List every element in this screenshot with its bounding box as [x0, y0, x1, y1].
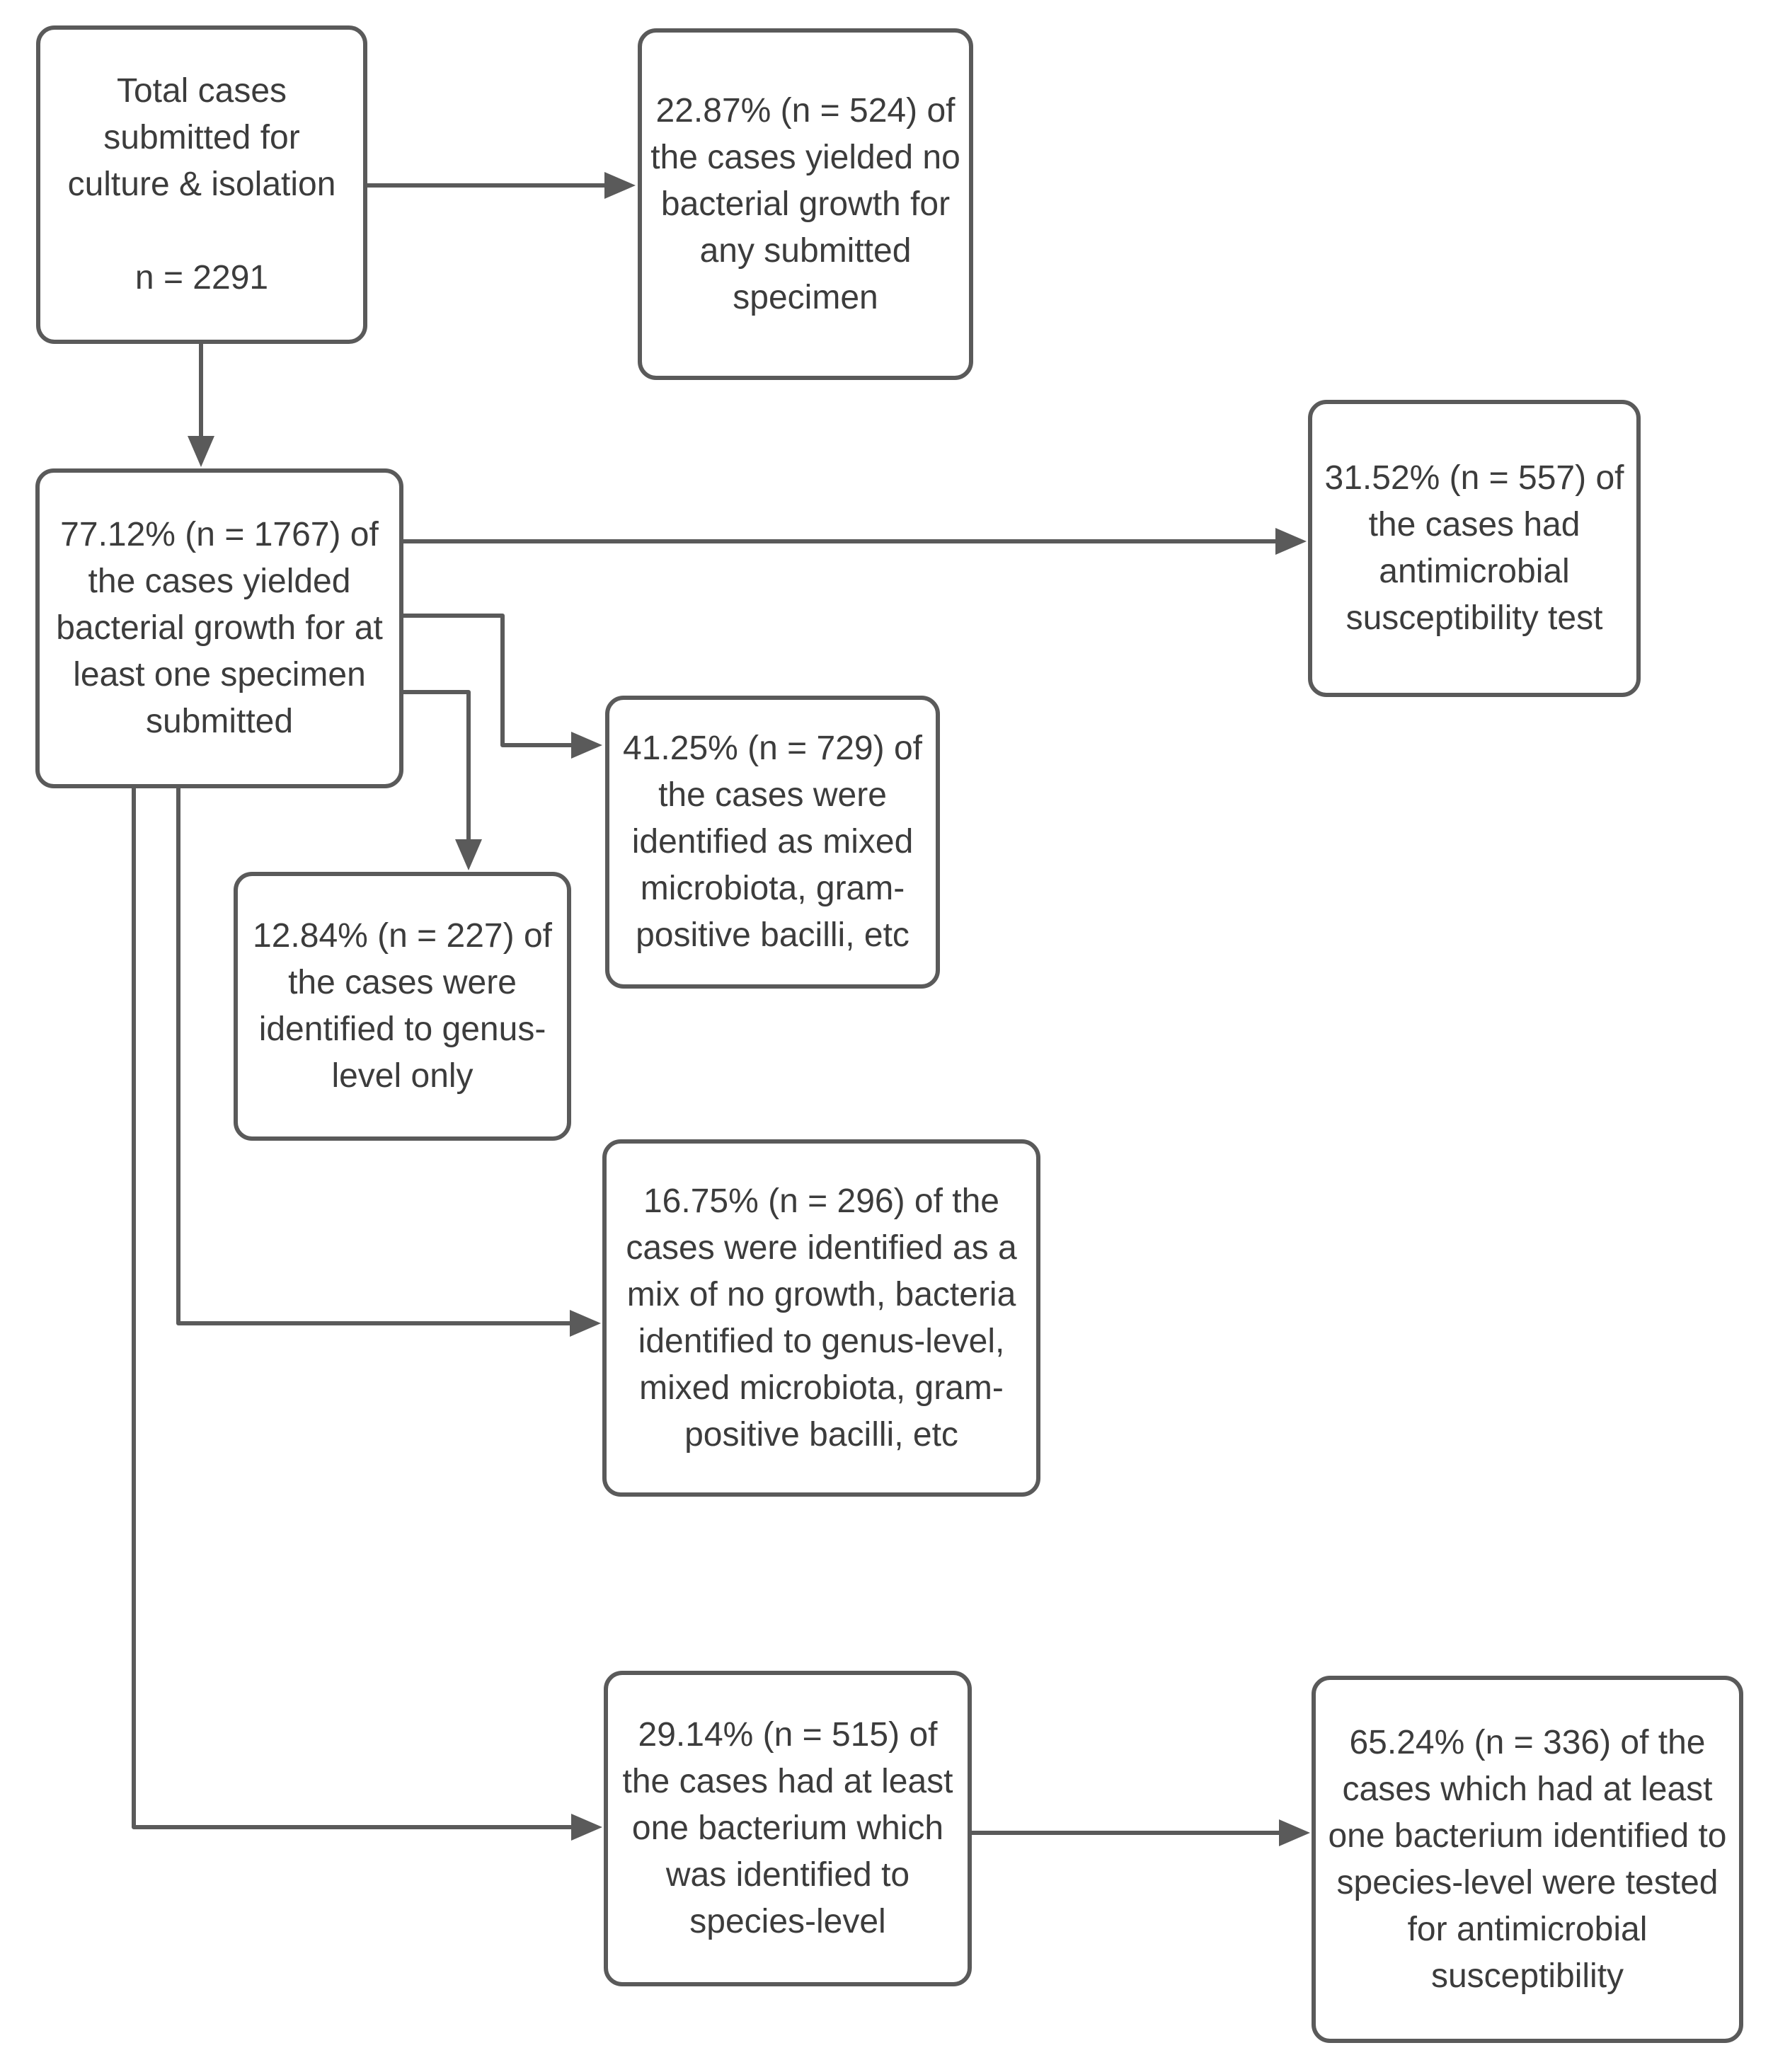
node-mixed-microbiota: 41.25% (n = 729) of the cases were ident…	[605, 696, 940, 989]
arrowhead-growth-to-species-level	[571, 1814, 602, 1841]
node-species-level-label: 29.14% (n = 515) of the cases had at lea…	[622, 1716, 953, 1940]
node-no-bacterial-growth: 22.87% (n = 524) of the cases yielded no…	[638, 28, 973, 380]
connector-growth-to-genus-only	[403, 690, 471, 841]
node-antimicrobial-susceptibility-test: 31.52% (n = 557) of the cases had antimi…	[1308, 400, 1641, 697]
arrowhead-total-to-no-growth	[604, 172, 636, 199]
node-mixed-results-label: 16.75% (n = 296) of the cases were ident…	[626, 1182, 1017, 1454]
node-mixed-results: 16.75% (n = 296) of the cases were ident…	[602, 1139, 1040, 1497]
arrowhead-growth-to-mixed-results	[570, 1310, 601, 1337]
node-bacterial-growth: 77.12% (n = 1767) of the cases yielded b…	[35, 468, 403, 788]
node-species-level-ast: 65.24% (n = 336) of the cases which had …	[1312, 1676, 1743, 2043]
node-genus-level-only-label: 12.84% (n = 227) of the cases were ident…	[253, 917, 552, 1095]
node-mixed-microbiota-label: 41.25% (n = 729) of the cases were ident…	[623, 730, 922, 954]
node-total-cases: Total cases submitted for culture & isol…	[36, 25, 367, 344]
node-antimicrobial-susceptibility-test-label: 31.52% (n = 557) of the cases had antimi…	[1324, 459, 1624, 637]
arrowhead-species-to-species-ast	[1279, 1819, 1310, 1846]
node-species-level: 29.14% (n = 515) of the cases had at lea…	[604, 1671, 972, 1986]
arrowhead-total-to-growth	[188, 436, 214, 467]
node-total-cases-label: Total cases submitted for culture & isol…	[67, 72, 336, 203]
node-bacterial-growth-label: 77.12% (n = 1767) of the cases yielded b…	[56, 516, 383, 740]
connector-growth-to-mixed-microbiota	[403, 614, 573, 747]
arrowhead-growth-to-genus-only	[455, 839, 482, 870]
node-genus-level-only: 12.84% (n = 227) of the cases were ident…	[234, 872, 571, 1141]
connector-growth-to-mixed-results	[176, 788, 571, 1325]
node-species-level-ast-label: 65.24% (n = 336) of the cases which had …	[1328, 1723, 1727, 1995]
node-total-cases-count: n = 2291	[134, 259, 269, 297]
connector-growth-to-species-level	[132, 788, 573, 1829]
arrowhead-growth-to-ast	[1275, 528, 1307, 555]
node-no-bacterial-growth-label: 22.87% (n = 524) of the cases yielded no…	[650, 91, 960, 316]
arrowhead-growth-to-mixed-microbiota	[571, 732, 602, 759]
